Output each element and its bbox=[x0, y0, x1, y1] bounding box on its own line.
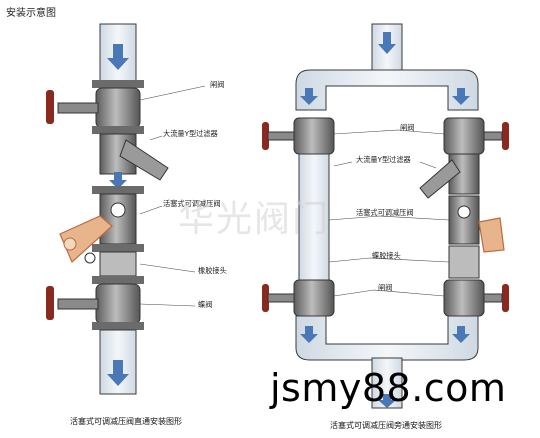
right-outlet-arrow-icon bbox=[378, 394, 396, 408]
left-top-flange bbox=[92, 80, 144, 88]
left-assembly bbox=[46, 23, 206, 395]
left-bottom-valve-body bbox=[95, 283, 141, 325]
page-title: 安装示意图 bbox=[6, 8, 56, 19]
watermark-text: 华光阀门 bbox=[178, 199, 331, 240]
right-col2-stem bbox=[483, 131, 503, 141]
right-label-gate-valve: 闸阀 bbox=[400, 123, 415, 132]
right-caption: 活塞式可调减压阀旁通安装图形 bbox=[330, 421, 442, 430]
left-joint-flange-bottom bbox=[92, 276, 144, 284]
right-bottom-right-arrow-icon bbox=[452, 326, 470, 343]
left-rubber-joint bbox=[99, 251, 137, 277]
left-top-flange-bottom bbox=[92, 126, 144, 134]
right-left-branch-arrow-icon bbox=[300, 88, 318, 105]
left-bottom-valve-stem bbox=[57, 298, 99, 310]
left-leader-reducer bbox=[139, 205, 163, 215]
left-top-valve-body bbox=[95, 87, 141, 129]
right-col1-stem-bottom bbox=[267, 293, 295, 303]
right-leader-gate bbox=[333, 129, 445, 135]
left-leader-bottom bbox=[139, 303, 196, 307]
left-inlet-arrow-icon bbox=[107, 44, 129, 70]
left-strainer-arrow-icon bbox=[109, 172, 127, 189]
right-col2-gauge-icon bbox=[457, 205, 471, 219]
right-col1-handwheel-icon bbox=[262, 122, 269, 150]
left-reducer-pilot-gauge-icon bbox=[63, 237, 77, 251]
right-leader-bottom bbox=[333, 289, 445, 297]
right-right-branch-arrow-icon bbox=[452, 88, 470, 105]
right-leader-strainer bbox=[333, 161, 437, 169]
right-col1-pipe-mid bbox=[298, 153, 330, 289]
right-top-header bbox=[295, 69, 479, 111]
right-bottom-left-arrow-icon bbox=[300, 326, 318, 343]
right-leader-reducer bbox=[328, 215, 450, 221]
left-caption: 活塞式可调减压阀直通安装图形 bbox=[70, 417, 182, 426]
right-col2-valve-top bbox=[443, 117, 485, 155]
right-leader-joint bbox=[328, 257, 450, 263]
left-joint-flange bbox=[92, 244, 144, 252]
left-reducer-body bbox=[99, 193, 137, 245]
right-col1-stem bbox=[267, 131, 295, 141]
right-assembly bbox=[262, 23, 509, 409]
right-col2-reducer-pilot bbox=[478, 217, 505, 253]
left-outlet-arrow-icon bbox=[107, 360, 129, 386]
right-col2-joint bbox=[448, 245, 480, 279]
right-label-bottom-valve: 闸阀 bbox=[378, 283, 393, 292]
left-label-y-strainer: 大流量Y型过滤器 bbox=[163, 129, 218, 138]
left-strainer-flange bbox=[92, 186, 144, 194]
right-col2-reducer bbox=[448, 195, 480, 245]
right-col2-valve-bottom bbox=[443, 279, 485, 317]
left-leader-joint bbox=[139, 263, 196, 273]
left-label-flexible-joint: 橡胶接头 bbox=[198, 266, 227, 275]
left-reducer-pilot bbox=[59, 215, 113, 264]
right-col1-valve-bottom bbox=[293, 279, 335, 317]
right-col2-stem-bottom bbox=[483, 293, 503, 303]
left-label-reducing-valve: 活塞式可调减压阀 bbox=[163, 199, 221, 208]
right-bottom-header bbox=[295, 315, 479, 361]
right-label-flexible-joint: 蝶胶接头 bbox=[372, 251, 401, 260]
left-bottom-handwheel-icon bbox=[46, 286, 54, 320]
right-col1-handwheel-bottom-icon bbox=[262, 284, 269, 312]
left-leader-gate bbox=[139, 85, 206, 101]
left-lower-gauge-icon bbox=[84, 252, 96, 264]
right-label-reducing-valve: 活塞式可调减压阀 bbox=[356, 208, 414, 217]
right-inlet-arrow-icon bbox=[378, 32, 396, 54]
left-label-bottom-valve: 蝶阀 bbox=[198, 300, 213, 309]
right-col2-handwheel-icon bbox=[502, 122, 509, 150]
right-col1-valve-top bbox=[293, 117, 335, 155]
left-pressure-gauge-icon bbox=[110, 202, 126, 218]
left-label-gate-valve: 闸阀 bbox=[210, 80, 225, 89]
left-top-handwheel-icon bbox=[46, 90, 54, 124]
right-col2-handwheel-bottom-icon bbox=[502, 284, 509, 312]
left-bottom-flange bbox=[92, 322, 144, 330]
left-top-valve-stem bbox=[57, 102, 99, 114]
left-strainer-basket bbox=[119, 139, 169, 181]
right-label-y-strainer: 大流量Y型过滤器 bbox=[356, 155, 411, 164]
left-leader-strainer bbox=[149, 135, 163, 141]
right-col2-strainer-basket bbox=[419, 159, 461, 199]
site-url-text: jsmy88.com bbox=[270, 366, 507, 410]
